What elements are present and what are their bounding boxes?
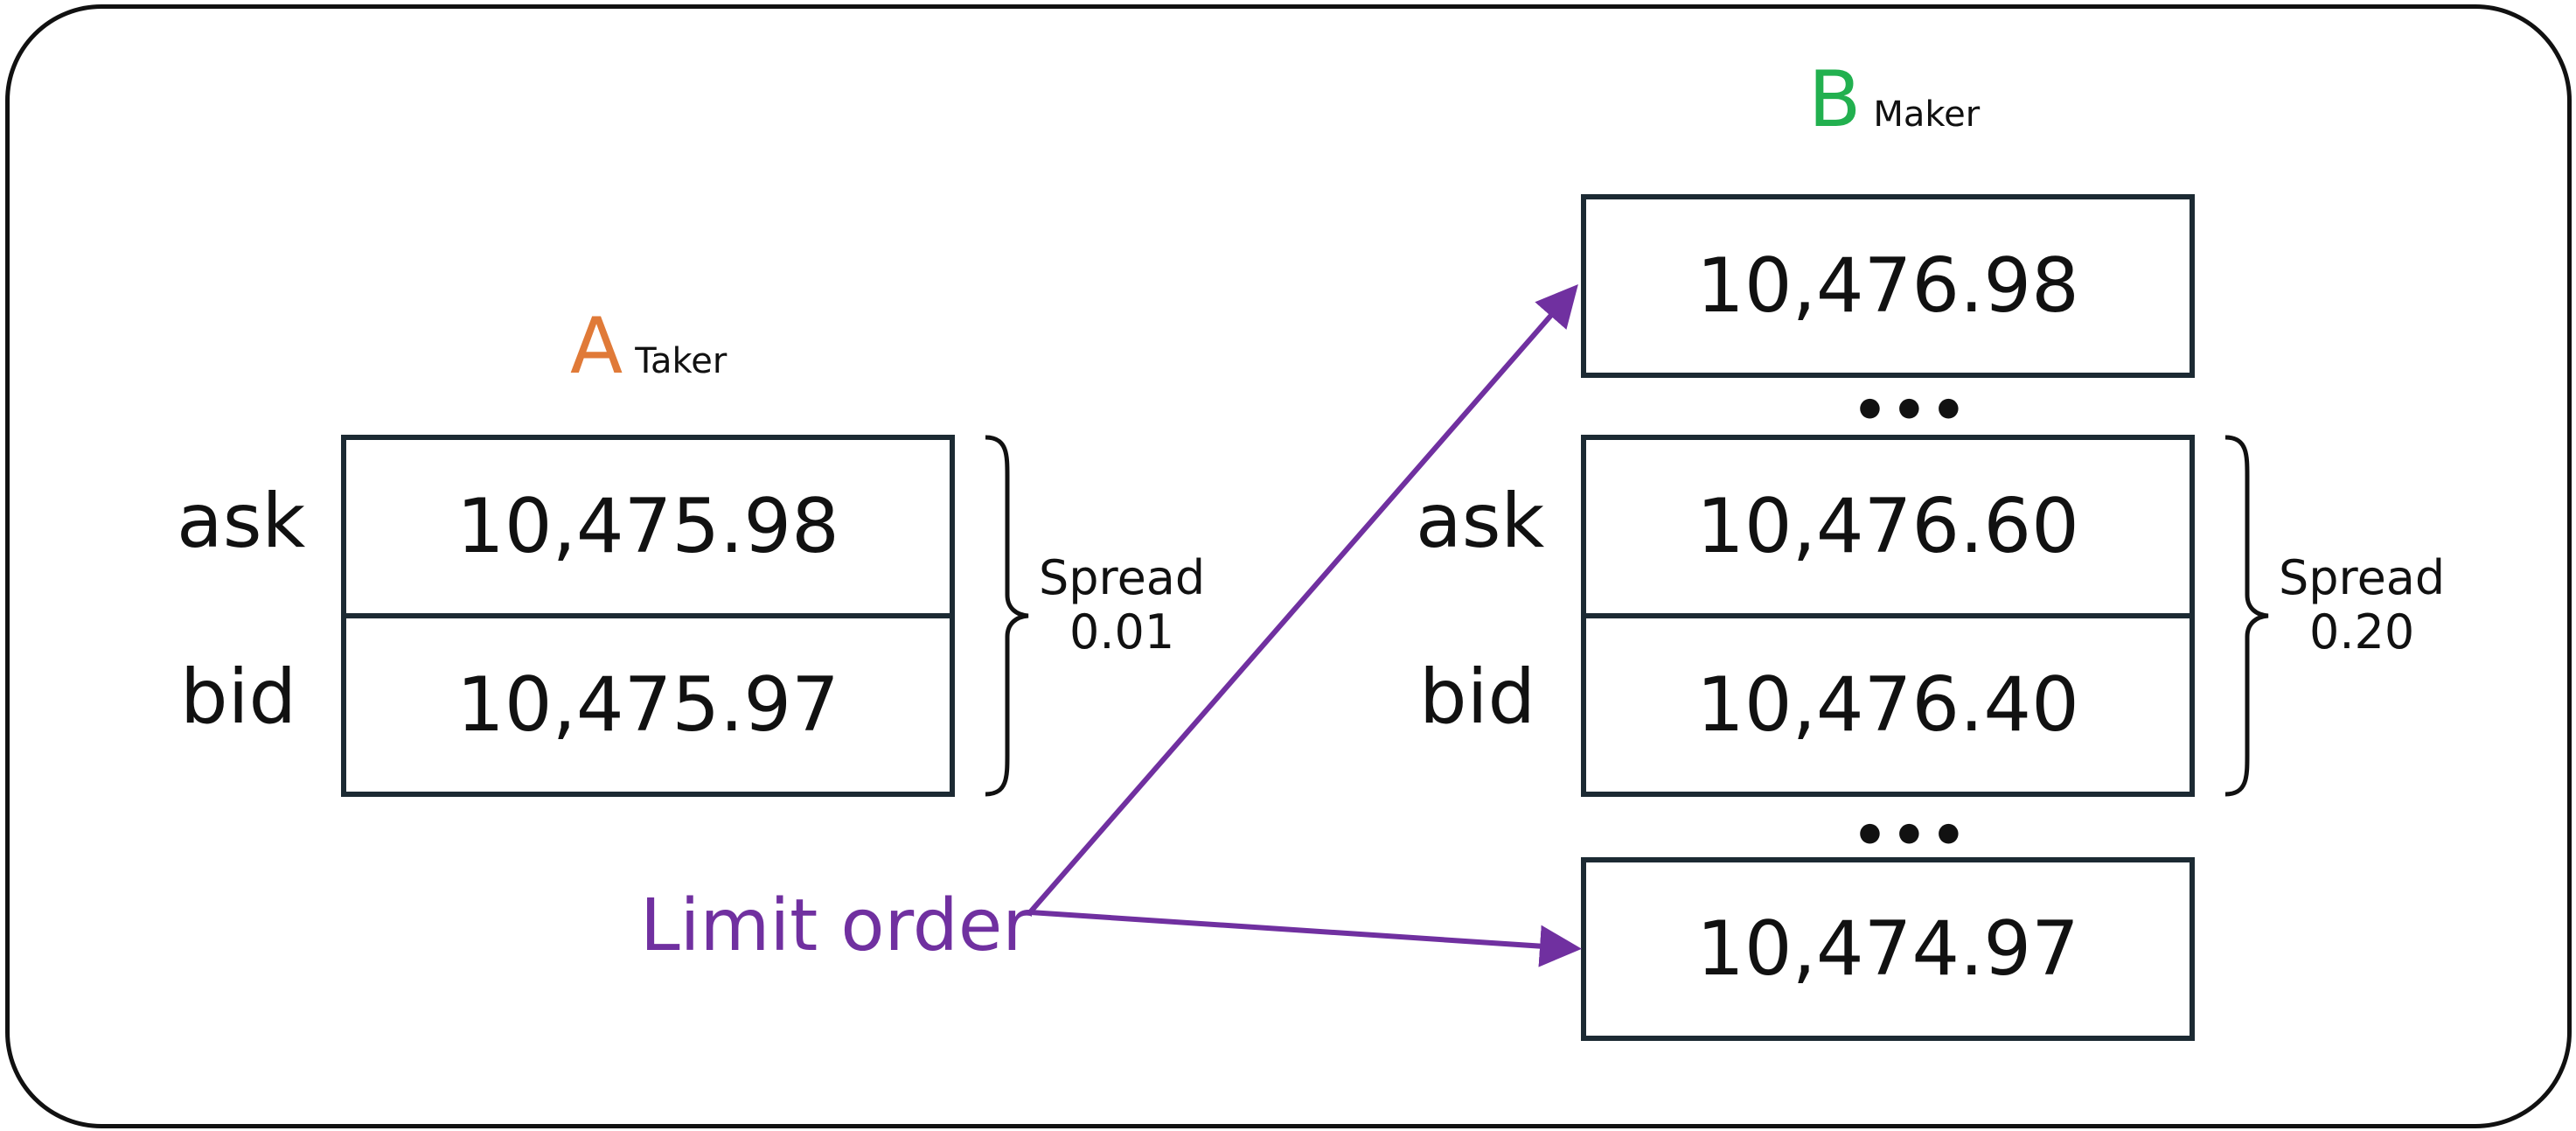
maker-letter: B <box>1808 54 1862 144</box>
maker-top-value: 10,476.98 <box>1696 242 2079 330</box>
limit-order-arrow-up <box>1027 283 1578 914</box>
maker-spread: Spread 0.20 <box>2279 550 2446 660</box>
maker-bottom-level: 10,474.97 <box>1581 857 2195 1041</box>
maker-spread-value: 0.20 <box>2308 604 2415 660</box>
maker-ask-value: 10,476.60 <box>1696 483 2079 570</box>
maker-bid-value: 10,476.40 <box>1696 661 2079 749</box>
maker-ellipsis-top: ••• <box>1852 379 1970 443</box>
maker-role: Maker <box>1873 94 1981 135</box>
maker-ellipsis-bottom: ••• <box>1852 804 1970 869</box>
maker-bid-label: bid <box>1419 653 1536 741</box>
taker-role: Taker <box>635 341 728 381</box>
taker-spread: Spread 0.01 <box>1039 550 1206 660</box>
maker-bid-cell: 10,476.40 <box>1586 616 2190 792</box>
taker-letter: A <box>570 301 623 391</box>
taker-spread-value: 0.01 <box>1069 604 1175 660</box>
taker-spread-label: Spread <box>1039 550 1206 605</box>
taker-spread-brace <box>985 435 1029 797</box>
maker-order-book: 10,476.60 10,476.40 <box>1581 435 2195 797</box>
maker-spread-label: Spread <box>2279 550 2446 605</box>
taker-ask-cell: 10,475.98 <box>346 440 950 616</box>
taker-bid-label: bid <box>180 653 297 741</box>
taker-bid-value: 10,475.97 <box>456 661 839 749</box>
maker-ask-label: ask <box>1416 478 1545 565</box>
maker-bottom-value: 10,474.97 <box>1696 905 2079 993</box>
taker-ask-value: 10,475.98 <box>456 483 839 570</box>
taker-ask-label: ask <box>177 478 306 565</box>
maker-top-level: 10,476.98 <box>1581 194 2195 378</box>
maker-bottom-cell: 10,474.97 <box>1586 862 2190 1036</box>
limit-order-arrow-down <box>1029 910 1582 967</box>
maker-ask-cell: 10,476.60 <box>1586 440 2190 616</box>
taker-order-book: 10,475.98 10,475.97 <box>341 435 955 797</box>
limit-order-label: Limit order <box>640 884 1032 967</box>
taker-bid-cell: 10,475.97 <box>346 616 950 792</box>
maker-spread-brace <box>2224 435 2269 797</box>
maker-top-cell: 10,476.98 <box>1586 199 2190 373</box>
